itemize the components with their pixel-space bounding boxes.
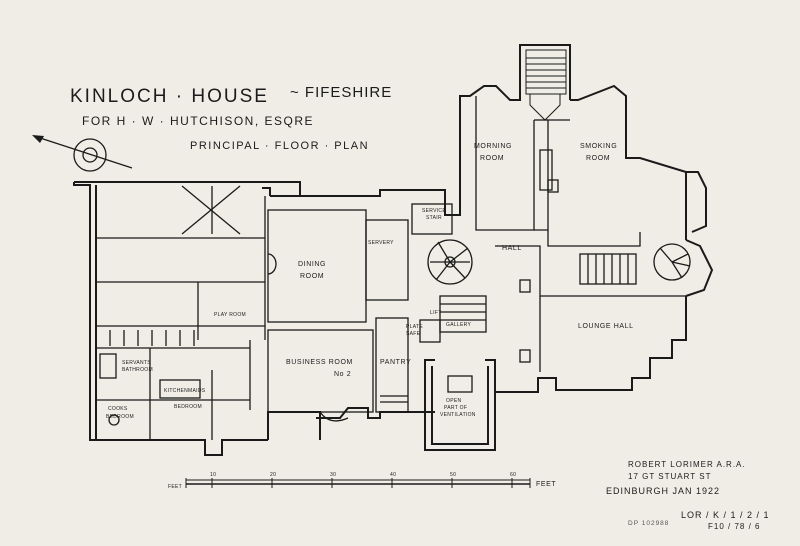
compass-icon	[32, 135, 133, 172]
drawing-client: FOR H · W · HUTCHISON, ESQRE	[82, 114, 314, 128]
room-label-dining-2: ROOM	[300, 273, 324, 280]
room-label-ventilated-2: PART OF	[444, 405, 467, 411]
room-label-servants-bath-2: BATHROOM	[122, 367, 153, 373]
room-label-play: PLAY ROOM	[214, 312, 246, 318]
architect-address: 17 GT STUART ST	[628, 472, 712, 481]
room-label-lounge: LOUNGE HALL	[578, 323, 634, 330]
scale-label-start: FEET	[168, 484, 182, 490]
place-date: EDINBURGH JAN 1922	[606, 486, 721, 496]
room-label-dining-1: DINING	[298, 261, 326, 268]
room-label-plate-safe-2: SAFE	[406, 331, 421, 337]
room-label-kitchenmaids-2: BEDROOM	[174, 404, 202, 410]
inner-walls	[96, 96, 691, 440]
drawing-title: KINLOCH · HOUSE	[70, 86, 269, 107]
room-label-morning-2: ROOM	[480, 155, 504, 162]
scale-tick-50: 50	[450, 472, 456, 478]
scale-label-end: FEET	[536, 481, 556, 488]
outer-walls	[73, 44, 714, 456]
room-label-business: BUSINESS ROOM	[286, 359, 353, 366]
room-label-service-stair-2: STAIR	[426, 215, 442, 221]
scale-tick-40: 40	[390, 472, 396, 478]
scale-tick-60: 60	[510, 472, 516, 478]
room-label-morning-1: MORNING	[474, 143, 512, 150]
room-label-smoking-2: ROOM	[586, 155, 610, 162]
room-label-pantry: PANTRY	[380, 359, 411, 366]
room-label-lift: LIFT	[430, 310, 441, 316]
room-label-hall: HALL	[502, 245, 522, 252]
room-label-service-stair-1: SERVICE	[422, 208, 446, 214]
folio-reference: F10 / 78 / 6	[708, 522, 761, 531]
scale-tick-10: 10	[210, 472, 216, 478]
sheet-reference: LOR / K / 1 / 2 / 1	[681, 510, 770, 520]
architect-signature: ROBERT LORIMER A.R.A.	[628, 460, 746, 469]
room-label-plate-safe-1: PLATE	[406, 324, 423, 330]
room-label-business-no: No 2	[334, 371, 351, 378]
scale-bar	[185, 478, 531, 488]
entrance-stair	[525, 49, 567, 121]
stamp-reference: DP 102988	[628, 520, 670, 527]
drawing-county: ~ FIFESHIRE	[290, 84, 393, 101]
scale-tick-30: 30	[330, 472, 336, 478]
scale-tick-20: 20	[270, 472, 276, 478]
room-label-smoking-1: SMOKING	[580, 143, 617, 150]
room-label-servants-bath-1: SERVANTS	[122, 360, 151, 366]
room-label-gallery: GALLERY	[446, 322, 471, 328]
room-label-ventilated-3: VENTILATION	[440, 412, 476, 418]
room-label-cooks-1: COOKS	[108, 406, 128, 412]
room-label-kitchenmaids-1: KITCHENMAIDS	[164, 388, 206, 394]
room-label-cooks-2: BEDROOM	[106, 414, 134, 420]
drawing-subtitle: PRINCIPAL · FLOOR · PLAN	[190, 140, 370, 152]
room-label-servery: SERVERY	[368, 240, 394, 246]
room-label-ventilated-1: OPEN	[446, 398, 461, 404]
